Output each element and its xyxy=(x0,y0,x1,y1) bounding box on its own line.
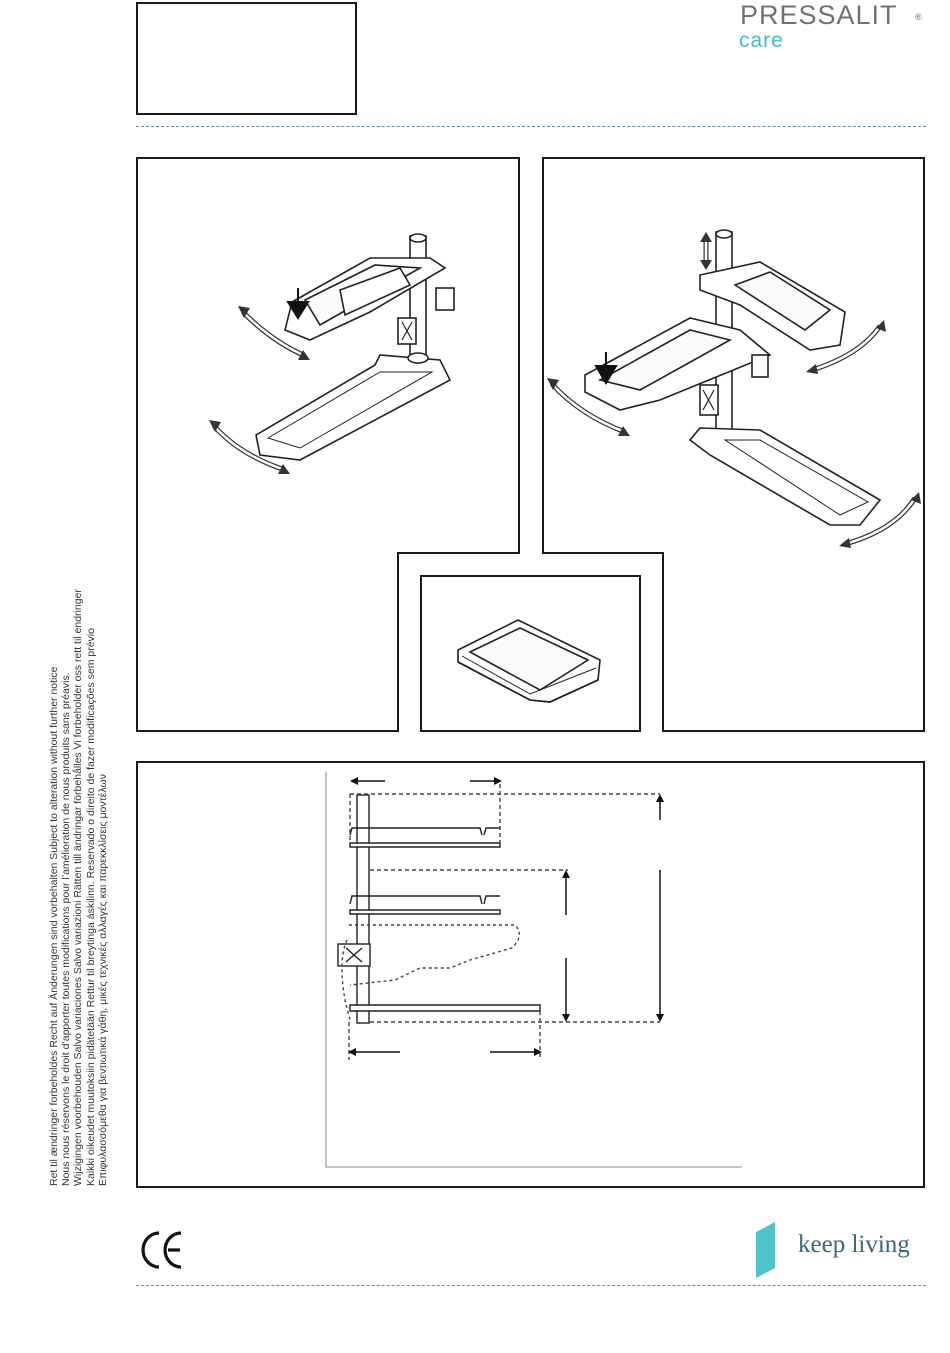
panel-tray-frame xyxy=(420,575,641,732)
tray-illustration xyxy=(457,619,601,703)
panel-left-frame xyxy=(136,157,520,732)
pressalit-logo: PRESSALIT xyxy=(740,0,898,30)
keep-living-leaf-icon xyxy=(756,1222,775,1278)
dimension-arrows xyxy=(348,777,664,1056)
down-arrow xyxy=(594,352,618,385)
keep-living-tagline: keep living xyxy=(798,1231,910,1258)
down-arrow xyxy=(286,288,310,320)
registered-mark: ® xyxy=(915,12,922,22)
care-logo: care xyxy=(739,29,784,52)
panel-right-frame xyxy=(542,157,925,732)
single-tray-illustration xyxy=(255,233,455,461)
panel-dimensions-frame xyxy=(136,761,925,1188)
bottom-divider xyxy=(136,1285,926,1286)
dimension-drawing xyxy=(325,772,742,1168)
ce-mark-icon xyxy=(141,1231,182,1269)
top-divider xyxy=(136,126,926,127)
double-tray-illustration xyxy=(584,229,882,526)
title-box xyxy=(136,2,357,115)
